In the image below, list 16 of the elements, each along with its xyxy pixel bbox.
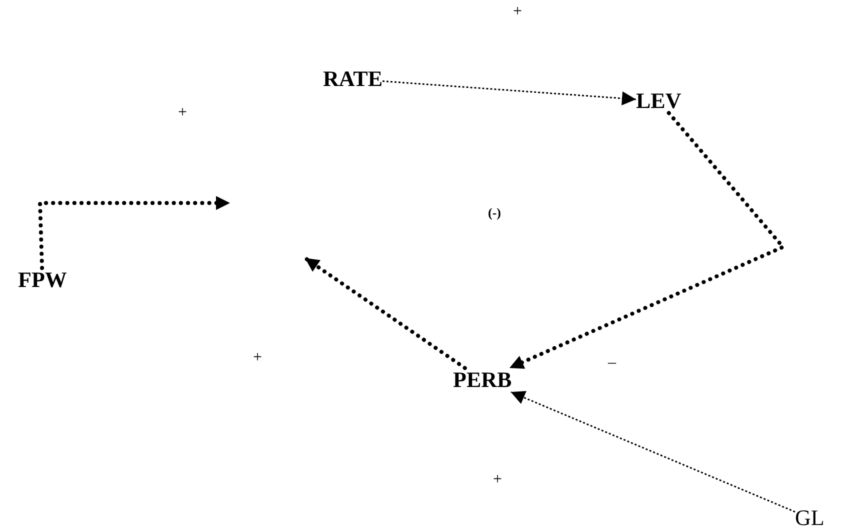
arrow — [38, 196, 232, 270]
sign-label: (-) — [488, 205, 501, 221]
variable-label: LEV — [636, 89, 682, 113]
arrow — [303, 256, 467, 370]
sign-label: + — [493, 472, 502, 488]
variable-label: PERB — [453, 368, 512, 392]
sign-label: + — [253, 350, 262, 366]
arrow — [507, 111, 786, 370]
arrow — [382, 80, 636, 106]
variable-label: GL — [795, 506, 824, 529]
arrow — [510, 391, 796, 513]
sign-label: + — [513, 4, 522, 20]
sign-label: – — [608, 355, 616, 371]
variable-label: RATE — [323, 67, 382, 91]
sign-label: + — [178, 105, 188, 121]
variable-label: FPW — [18, 268, 67, 292]
